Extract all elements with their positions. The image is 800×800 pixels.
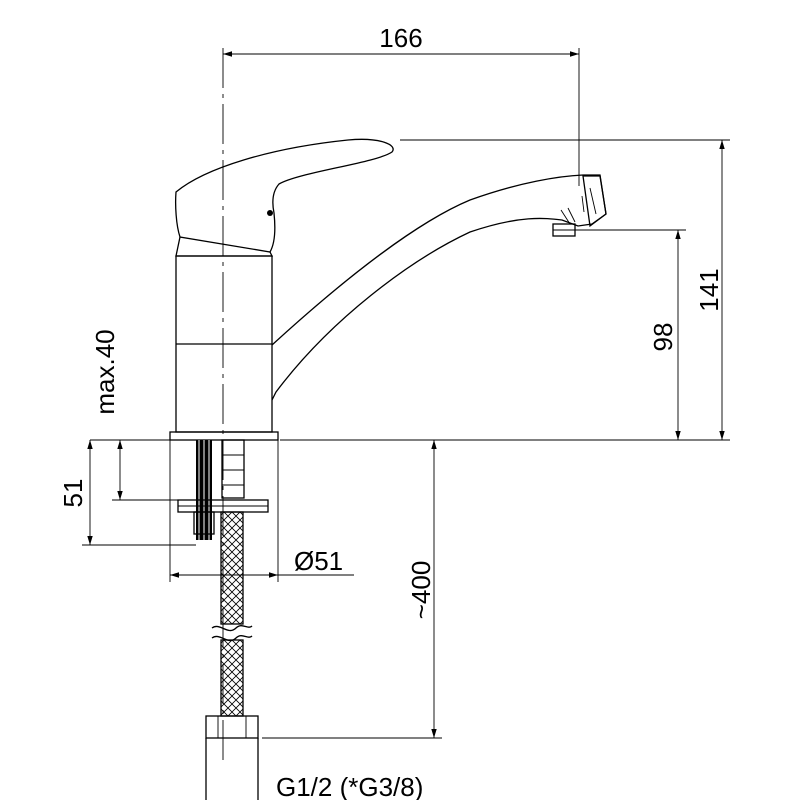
dim-400: ~400 xyxy=(262,440,442,739)
aerator xyxy=(552,175,607,237)
base-plate xyxy=(169,431,279,441)
faucet-body xyxy=(169,138,607,441)
dim-51-label: 51 xyxy=(58,479,88,508)
dim-98-label: 98 xyxy=(648,323,678,352)
dim-max-40-label: max.40 xyxy=(90,329,120,414)
dim-diameter-51: Ø51 xyxy=(169,440,354,582)
dim-max-40: max.40 xyxy=(90,329,178,501)
dim-166: 166 xyxy=(223,23,580,186)
dim-400-label: ~400 xyxy=(406,561,436,620)
braided-hose xyxy=(205,511,259,800)
hose-nut xyxy=(205,715,259,739)
lever-handle xyxy=(174,138,394,253)
handle-screw xyxy=(267,210,273,216)
dim-141: 141 xyxy=(280,139,730,441)
dim-51: 51 xyxy=(58,440,196,546)
spout xyxy=(271,174,607,401)
dim-166-label: 166 xyxy=(379,23,422,53)
dim-diameter-51-label: Ø51 xyxy=(294,546,343,576)
dim-98: 98 xyxy=(575,229,686,440)
thread-label: G1/2 (*G3/8) xyxy=(276,772,423,800)
dim-141-label: 141 xyxy=(694,268,724,311)
